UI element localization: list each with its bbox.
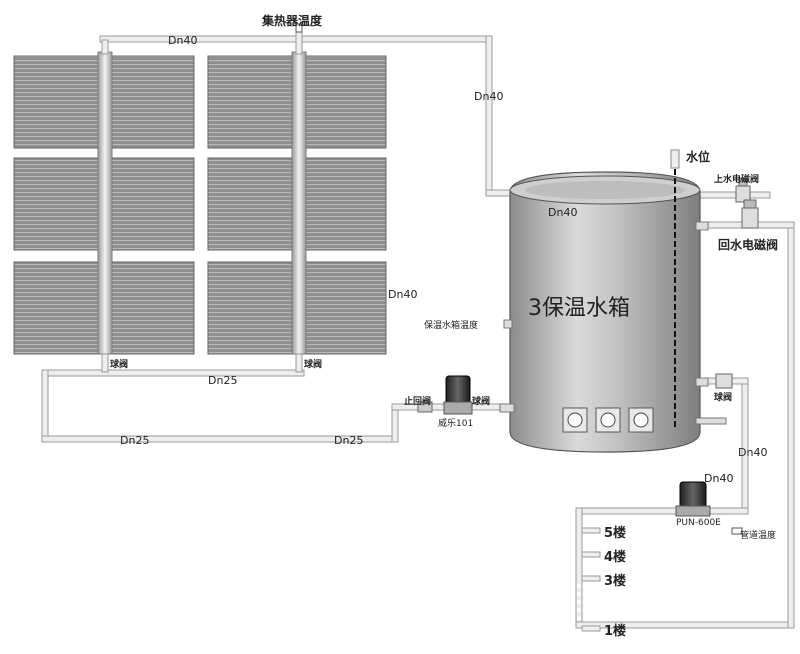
ball-valve-tank-label: 球阀 <box>714 393 733 403</box>
right-ball-valve <box>715 373 733 389</box>
pipe-dn25-right-label: Dn25 <box>334 434 364 447</box>
tank-dn40-label: Dn40 <box>548 206 578 219</box>
pump-wilo-101 <box>443 375 473 415</box>
solar-collector-array <box>13 29 387 373</box>
ball-valve-left-label: 球阀 <box>110 360 129 370</box>
collector-right <box>207 51 387 355</box>
collector-temp-label: 集热器温度 <box>262 14 323 28</box>
storage-tank <box>499 149 727 453</box>
water-level-label: 水位 <box>686 150 711 164</box>
pipe-dn40-top-label: Dn40 <box>168 34 198 47</box>
ball-valve-pump-label: 球阀 <box>472 397 491 407</box>
floor-4-label: 4楼 <box>604 550 627 565</box>
upper-valve-label: 上水电磁阀 <box>714 175 760 185</box>
check-valve-label: 止回阀 <box>404 397 432 407</box>
pump-wilo-label: 威乐101 <box>438 419 474 429</box>
ball-valve-right-label: 球阀 <box>304 360 323 370</box>
pump-pun-label: PUN-600E <box>676 518 721 528</box>
pipe-dn40-down-label: Dn40 <box>738 446 768 459</box>
upper-solenoid-valve <box>735 177 751 203</box>
check-valve <box>417 401 433 413</box>
collector-dn40-label: Dn40 <box>388 288 418 301</box>
pipe-dn40-right-label: Dn40 <box>474 90 504 103</box>
pump-pun-600e <box>675 481 711 517</box>
return-valve-label: 回水电磁阀 <box>718 238 779 252</box>
return-solenoid-valve <box>741 199 759 229</box>
pipe-temp-label: 管道温度 <box>740 531 777 541</box>
floor-5-label: 5楼 <box>604 526 627 541</box>
tank-name-label: 3保温水箱 <box>528 296 630 321</box>
pipe-dn40-pump-label: Dn40 <box>704 472 734 485</box>
pipe-dn25-left-label: Dn25 <box>120 434 150 447</box>
floor-1-label: 1楼 <box>604 624 627 639</box>
pipe-dn25-mid-label: Dn25 <box>208 374 238 387</box>
floor-3-label: 3楼 <box>604 574 627 589</box>
collector-left <box>13 51 195 355</box>
collector-temp-sensor <box>295 23 303 33</box>
pipe-temp-sensor <box>731 527 743 535</box>
tank-temp-label: 保温水箱温度 <box>424 321 479 331</box>
